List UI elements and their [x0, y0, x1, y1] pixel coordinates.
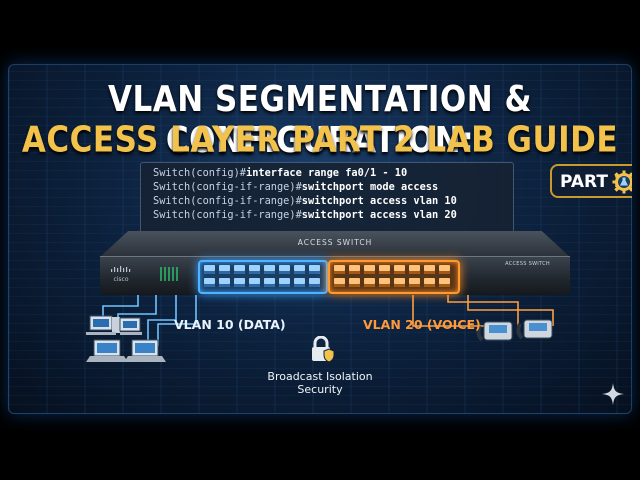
- switch-port: [204, 278, 215, 287]
- access-switch: cisco ACCESS SWITCH: [100, 256, 570, 295]
- switch-port: [439, 278, 450, 287]
- brand-text: cisco: [113, 276, 129, 283]
- switch-port: [279, 278, 290, 287]
- caption-line-1: Broadcast Isolation: [267, 370, 373, 383]
- cli-line: Switch(config-if-range)#switchport acces…: [153, 209, 457, 221]
- switch-front-label: ACCESS SWITCH: [505, 261, 550, 267]
- switch-port: [349, 265, 360, 274]
- switch-port: [249, 278, 260, 287]
- switch-port: [424, 265, 435, 274]
- title-line-1: VLAN SEGMENTATION & CONFIGURATION:: [107, 78, 533, 162]
- switch-port: [364, 278, 375, 287]
- vlan20-label: VLAN 20 (VOICE): [363, 317, 481, 332]
- switch-port: [409, 278, 420, 287]
- switch-port: [249, 265, 260, 274]
- gear-flask-icon: [612, 170, 632, 194]
- switch-port: [279, 265, 290, 274]
- part-badge: PART 2: [550, 164, 632, 198]
- cli-line: Switch(config)#interface range fa0/1 - 1…: [153, 167, 408, 179]
- switch-port: [439, 265, 450, 274]
- switch-top-label: ACCESS SWITCH: [297, 238, 373, 247]
- vlan20-port-group: [328, 260, 460, 294]
- switch-port: [394, 265, 405, 274]
- switch-port: [234, 265, 245, 274]
- switch-port: [264, 265, 275, 274]
- cli-console: Switch(config)#interface range fa0/1 - 1…: [140, 162, 514, 236]
- switch-port: [294, 278, 305, 287]
- switch-port: [234, 278, 245, 287]
- switch-port: [334, 278, 345, 287]
- switch-port: [379, 278, 390, 287]
- switch-port: [409, 265, 420, 274]
- thumbnail-card: VLAN SEGMENTATION & CONFIGURATION: ACCES…: [8, 64, 632, 414]
- switch-port: [219, 278, 230, 287]
- ip-phone-icon: [476, 319, 553, 342]
- computer-icon: [86, 315, 142, 335]
- switch-port: [394, 278, 405, 287]
- title-line-2: ACCESS LAYER PART 2 LAB GUIDE: [21, 119, 619, 161]
- switch-port: [264, 278, 275, 287]
- vlan10-port-group: [198, 260, 328, 294]
- lock-shield-icon: [312, 336, 334, 363]
- switch-port: [334, 265, 345, 274]
- cli-line: Switch(config-if-range)#switchport acces…: [153, 195, 457, 207]
- switch-port: [349, 278, 360, 287]
- laptop-icon: [86, 339, 166, 362]
- network-cabling: [86, 286, 554, 362]
- sparkle-icon: [602, 383, 624, 405]
- vlan10-label: VLAN 10 (DATA): [174, 317, 286, 332]
- switch-port: [294, 265, 305, 274]
- switch-port: [204, 265, 215, 274]
- cisco-logo: cisco: [110, 266, 132, 283]
- caption-line-2: Security: [297, 383, 343, 396]
- cisco-bars-icon: [111, 266, 131, 272]
- switch-chassis-top: ACCESS SWITCH: [100, 231, 570, 257]
- status-leds: [160, 267, 180, 281]
- switch-port: [379, 265, 390, 274]
- switch-port: [219, 265, 230, 274]
- cli-line: Switch(config-if-range)#switchport mode …: [153, 181, 439, 193]
- switch-port: [364, 265, 375, 274]
- switch-port: [424, 278, 435, 287]
- switch-port: [309, 278, 320, 287]
- broadcast-isolation-caption: Broadcast Isolation Security: [238, 370, 402, 396]
- switch-port: [309, 265, 320, 274]
